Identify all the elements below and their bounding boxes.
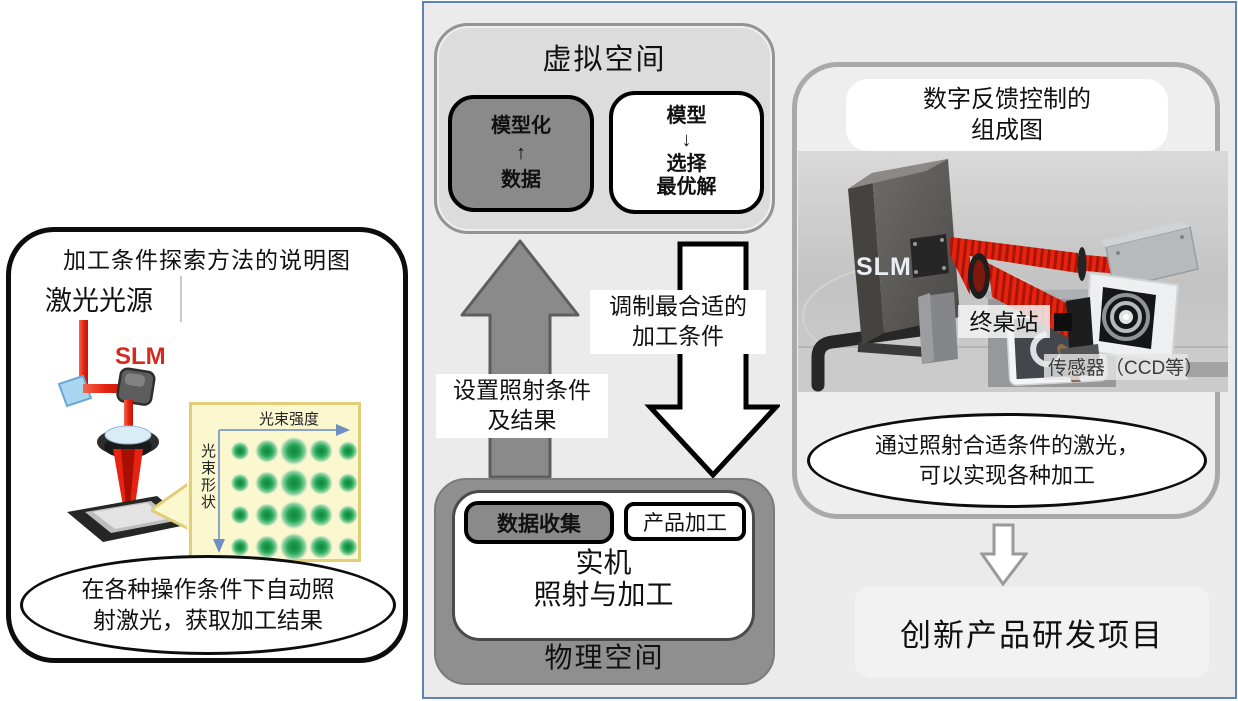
slm-mount-plate — [910, 234, 949, 278]
beam-dot — [338, 473, 358, 493]
sensor-camera-box — [1100, 221, 1199, 290]
slm-device: SLM — [848, 159, 960, 345]
up-arrow-label: 设置照射条件 及结果 — [436, 374, 608, 438]
modeling-box: 模型化 ↑ 数据 — [448, 95, 594, 212]
beam-profile-panel: 光束强度 光束形状 — [189, 402, 361, 562]
beam-lens — [968, 253, 990, 299]
modeling-line2: 数据 — [501, 169, 541, 191]
left-panel-title: 加工条件探索方法的说明图 — [63, 247, 351, 273]
laser-beam-horizontal — [83, 384, 127, 393]
beam-dot — [279, 532, 309, 559]
callout-triangle — [151, 480, 191, 532]
beam-dots-grid — [213, 424, 358, 559]
beam-dot — [230, 537, 250, 557]
mirror — [57, 374, 93, 408]
feedback-callout-ellipse: 通过照射合适条件的激光， 可以实现各种加工 — [807, 413, 1207, 508]
divider — [180, 276, 182, 322]
beam-dot — [279, 500, 309, 530]
target-panel — [1084, 271, 1180, 365]
cyber-physical-container: 虚拟空间 模型化 ↑ 数据 模型 ↓ 选择 最优解 设置照射条件 及结果 — [422, 1, 1237, 699]
select-line1: 模型 — [666, 105, 707, 128]
beam-dot — [309, 471, 333, 495]
beam-dot — [338, 537, 358, 557]
up-label-line1: 设置照射条件 — [453, 377, 591, 403]
thin-lens — [1077, 247, 1087, 281]
beam-dot — [255, 535, 279, 559]
laser-beam-vertical — [79, 320, 88, 394]
beam-dot — [338, 441, 358, 461]
beam-dot — [279, 468, 309, 498]
real-machine-box: 数据收集 产品加工 实机 照射与加工 — [452, 490, 755, 641]
real-machine-label: 实机 照射与加工 — [455, 547, 752, 611]
machine-line2: 照射与加工 — [533, 579, 674, 611]
feedback-title-line2: 组成图 — [971, 117, 1043, 145]
terminal-label-group: 终桌站 — [958, 305, 1050, 338]
down-arrow-glyph: ↓ — [681, 128, 692, 151]
feedback-callout-line1: 通过照射合适条件的激光， — [874, 432, 1139, 458]
sensor-label-group: 传感器（CCD等） — [1044, 354, 1228, 380]
lens — [97, 425, 159, 458]
product-processing-box: 产品加工 — [624, 502, 746, 541]
beam-dot — [309, 503, 333, 527]
physical-space-title: 物理空间 — [544, 642, 665, 673]
data-collection-label: 数据收集 — [497, 512, 581, 536]
laser-beam-down — [124, 400, 133, 426]
up-label-line2: 及结果 — [487, 406, 557, 433]
physical-space-box: 数据收集 产品加工 实机 照射与加工 物理空间 — [434, 478, 775, 685]
beam-dot — [338, 505, 358, 525]
select-line3: 最优解 — [656, 176, 717, 199]
virtual-space-box: 虚拟空间 模型化 ↑ 数据 模型 ↓ 选择 最优解 — [434, 23, 775, 234]
feedback-panel-title: 数字反馈控制的 组成图 — [846, 79, 1168, 152]
product-processing-label: 产品加工 — [643, 511, 727, 535]
left-callout-line1: 在各种操作条件下自动照 — [81, 575, 335, 602]
left-callout-line2: 射激光，获取加工结果 — [93, 607, 323, 633]
slm-cube — [116, 367, 156, 406]
beam-dot — [279, 436, 309, 466]
beam-dot — [230, 505, 250, 525]
digital-feedback-panel: 数字反馈控制的 组成图 — [792, 62, 1228, 519]
machine-line1: 实机 — [575, 547, 632, 578]
photo-slm-label: SLM — [856, 253, 912, 281]
outcome-box: 创新产品研发项目 — [855, 587, 1209, 677]
down-label-line2: 加工条件 — [632, 322, 724, 349]
beam-intensity-axis-label: 光束强度 — [258, 411, 319, 428]
beam-dot — [230, 473, 250, 493]
modeling-line1: 模型化 — [491, 115, 551, 137]
upward-flow-arrow — [460, 239, 580, 479]
laser-beam-core — [121, 449, 135, 506]
select-line2: 选择 — [666, 152, 707, 175]
slm-label: SLM — [115, 343, 166, 370]
down-arrow-label: 调制最合适的 加工条件 — [590, 290, 766, 354]
beam-dot — [309, 535, 333, 559]
beam-dot — [255, 471, 279, 495]
beam-dot — [255, 503, 279, 527]
data-collection-box: 数据收集 — [464, 501, 614, 544]
laser-setup-illustration: SLM — [57, 320, 191, 542]
laser-source-label: 激光光源 — [45, 286, 153, 316]
feedback-callout-line2: 可以实现各种加工 — [918, 462, 1095, 488]
downward-flow-arrow — [644, 241, 780, 479]
feedback-title-line1: 数字反馈控制的 — [923, 86, 1091, 113]
outcome-label: 创新产品研发项目 — [900, 617, 1164, 653]
up-arrow-glyph: ↑ — [516, 142, 526, 164]
beam-shape-axis-label: 光束形状 — [199, 443, 216, 511]
beam-dot — [255, 439, 279, 463]
virtual-space-title: 虚拟空间 — [542, 44, 667, 76]
terminal-label: 终桌站 — [970, 309, 1039, 335]
model-select-box: 模型 ↓ 选择 最优解 — [609, 91, 764, 214]
feedback-system-photo: SLM — [798, 151, 1228, 392]
down-label-line1: 调制最合适的 — [609, 293, 747, 319]
beam-dot — [309, 439, 333, 463]
left-callout-ellipse: 在各种操作条件下自动照 射激光，获取加工结果 — [20, 555, 396, 655]
sensor-label: 传感器（CCD等） — [1048, 357, 1203, 379]
target-rings — [1102, 293, 1150, 341]
beam-dot — [230, 441, 250, 461]
outcome-arrow — [980, 523, 1028, 587]
processing-condition-panel: 加工条件探索方法的说明图 激光光源 SLM — [6, 227, 408, 663]
stand-frame — [811, 323, 927, 392]
